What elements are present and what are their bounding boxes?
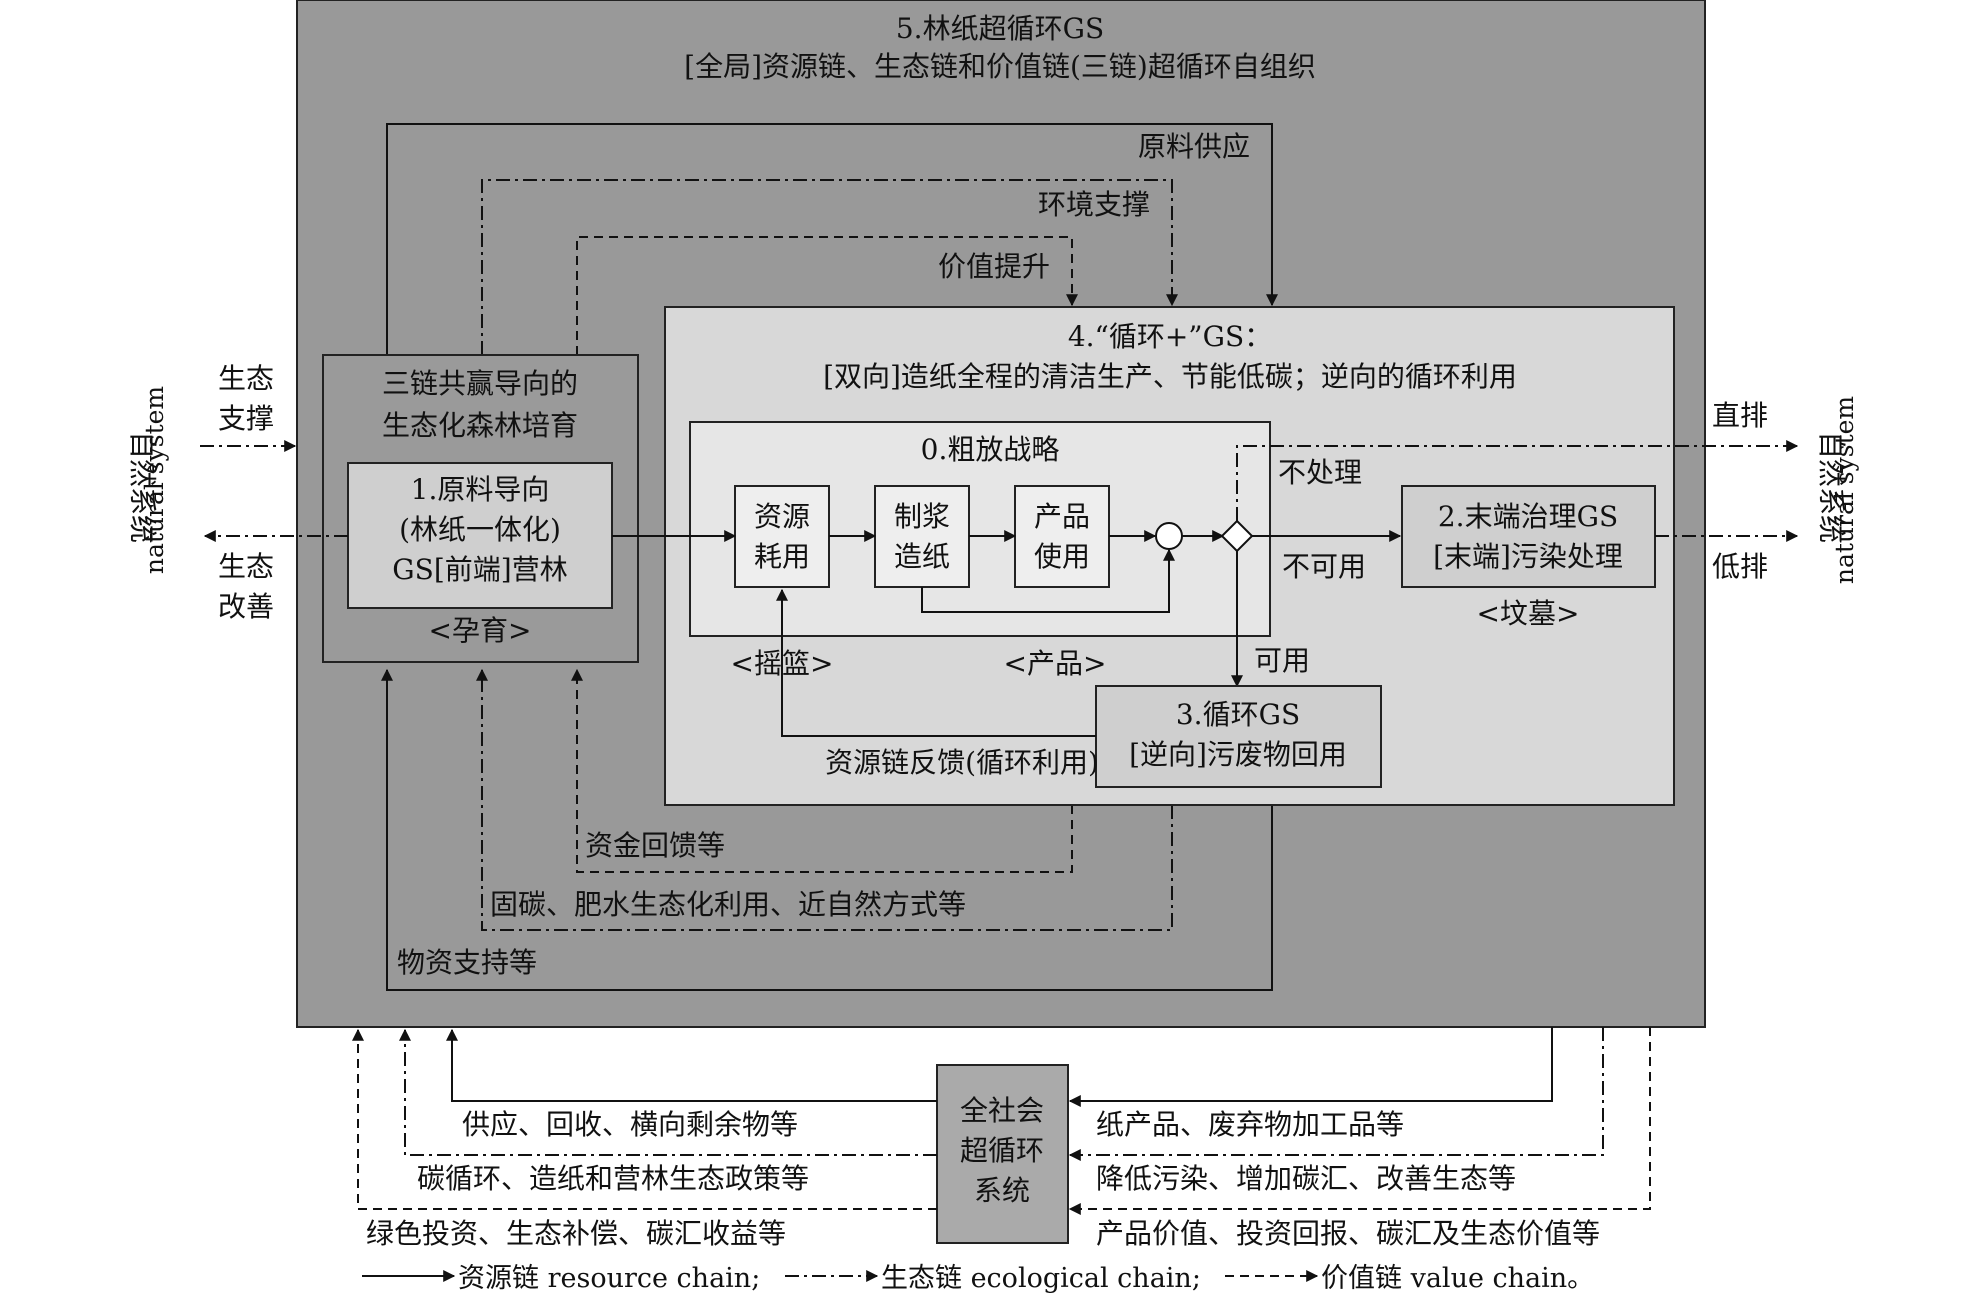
legend-ecological-label: 生态链 ecological chain;: [881, 1263, 1201, 1294]
gs1-line-2: (林纸一体化): [399, 513, 561, 546]
paper-product-flow: [1068, 1027, 1553, 1107]
extensive-strategy-title: 0.粗放战略: [921, 433, 1060, 466]
super-cycle-subtitle: [全局]资源链、生态链和价值链(三链)超循环自组织: [684, 50, 1316, 83]
resource-use-line-1: 资源: [754, 500, 810, 533]
carbon-policy-label: 碳循环、造纸和营林生态政策等: [417, 1162, 809, 1195]
cradle-caption: <摇篮>: [731, 647, 834, 680]
gs1-line-1: 1.原料导向: [411, 473, 550, 506]
product-use-line-1: 产品: [1034, 500, 1090, 533]
resource-use-line-2: 耗用: [754, 540, 810, 573]
product-value-flow: [1068, 1027, 1651, 1215]
usable-label: 可用: [1254, 644, 1310, 677]
pulping-line-1: 制浆: [894, 500, 950, 533]
forest-title-line-2: 生态化森林培育: [382, 409, 578, 442]
material-return-flow: [381, 668, 1273, 991]
direct-discharge-flow: [1236, 440, 1799, 521]
low-discharge-label: 低排: [1712, 550, 1768, 583]
supply-recycle-label: 供应、回收、横向剩余物等: [462, 1108, 798, 1141]
eco-improve-line-2: 改善: [218, 590, 274, 623]
right-natural-system-en: natural system: [1830, 396, 1859, 585]
carbon-return-label: 固碳、肥水生态化利用、近自然方式等: [490, 888, 966, 921]
paper-product-label: 纸产品、废弃物加工品等: [1096, 1108, 1404, 1141]
reduce-pollution-flow: [1068, 1027, 1604, 1161]
whole-society-box: [936, 1064, 1069, 1244]
supply-recycle-flow: [446, 1028, 937, 1102]
merge-node: [1155, 522, 1183, 550]
gs1-raw-material-box: [347, 462, 613, 609]
gs3-line-1: 3.循环GS: [1176, 698, 1300, 731]
gs2-caption: <坟墓>: [1477, 597, 1580, 630]
society-line-2: 超循环: [960, 1134, 1044, 1167]
value-raise-label: 价值提升: [938, 250, 1050, 283]
pulping-line-2: 造纸: [894, 540, 950, 573]
unusable-label: 不可用: [1282, 550, 1366, 583]
right-natural-system-cn: 自然系统: [1815, 431, 1848, 543]
direct-discharge-label: 直排: [1712, 399, 1768, 432]
fund-return-label: 资金回馈等: [585, 829, 725, 862]
gs3-reuse-box: [1095, 685, 1382, 788]
left-natural-system-cn: 自然系统: [126, 431, 159, 543]
eco-improve-line-1: 生态: [218, 550, 274, 583]
left-natural-system-en: natural system: [140, 386, 169, 575]
env-support-label: 环境支撑: [1038, 188, 1150, 221]
green-invest-flow: [352, 1028, 937, 1210]
product-use-line-2: 使用: [1034, 540, 1090, 573]
eco-support-line-2: 支撑: [218, 402, 274, 435]
gs3-line-2: [逆向]污废物回用: [1129, 738, 1347, 771]
gs2-line-2: [末端]污染处理: [1433, 540, 1623, 573]
product-caption: <产品>: [1004, 647, 1107, 680]
raw-supply-label: 原料供应: [1138, 130, 1250, 163]
pulp-bypass-flow: [921, 548, 1175, 613]
env-support-flow: [481, 179, 1178, 355]
product-value-label: 产品价值、投资回报、碳汇及生态价值等: [1096, 1217, 1600, 1250]
raw-supply-flow: [386, 123, 1278, 355]
forest-title-line-1: 三链共赢导向的: [382, 367, 578, 400]
carbon-return-flow: [476, 668, 1173, 931]
super-cycle-title: 5.林纸超循环GS: [896, 12, 1104, 45]
eco-support-line-1: 生态: [218, 362, 274, 395]
gs2-terminal-box: [1401, 485, 1656, 588]
fund-return-flow: [571, 668, 1073, 873]
gs1-line-3: GS[前端]营林: [392, 553, 567, 586]
resource-feedback-flow: [776, 588, 1096, 737]
material-return-label: 物资支持等: [397, 946, 537, 979]
society-line-1: 全社会: [960, 1094, 1044, 1127]
carbon-policy-flow: [399, 1028, 937, 1156]
value-raise-flow: [576, 236, 1078, 355]
legend-resource-label: 资源链 resource chain;: [458, 1263, 760, 1294]
pulping-box: [874, 485, 970, 588]
forest-caption: <孕育>: [429, 614, 532, 647]
society-line-3: 系统: [974, 1174, 1030, 1207]
circulation-plus-title: 4.“循环+”GS：: [1068, 320, 1272, 353]
legend-value-label: 价值链 value chain。: [1321, 1263, 1594, 1294]
reduce-pollution-label: 降低污染、增加碳汇、改善生态等: [1096, 1162, 1516, 1195]
no-treat-label: 不处理: [1278, 456, 1362, 489]
circulation-plus-subtitle: [双向]造纸全程的清洁生产、节能低碳；逆向的循环利用: [823, 360, 1517, 393]
green-invest-label: 绿色投资、生态补偿、碳汇收益等: [366, 1217, 786, 1250]
gs2-line-1: 2.末端治理GS: [1438, 500, 1618, 533]
resource-feedback-label: 资源链反馈(循环利用): [825, 746, 1099, 779]
